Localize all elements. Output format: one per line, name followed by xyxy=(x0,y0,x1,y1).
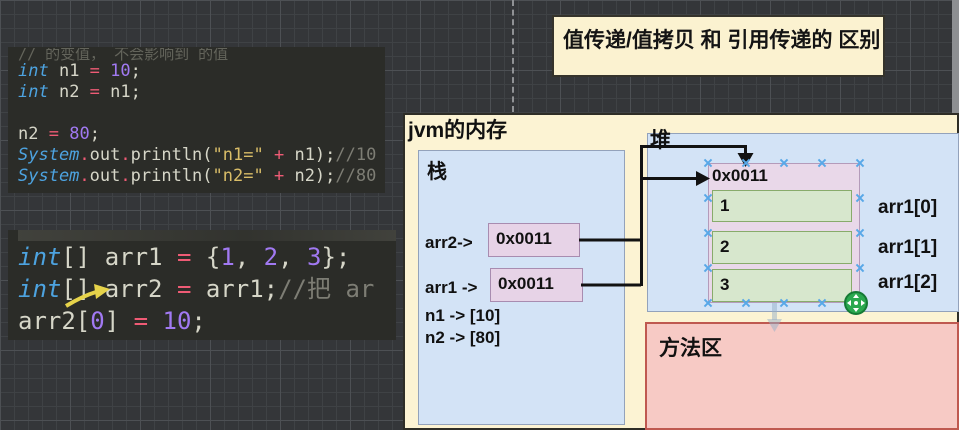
method-area-box[interactable]: 方法区 xyxy=(645,322,959,430)
selection-handle-icon[interactable] xyxy=(817,298,827,308)
stack-arr2-ref-box[interactable]: 0x0011 xyxy=(488,223,580,257)
selection-handle-icon[interactable] xyxy=(779,298,789,308)
selection-handle-icon[interactable] xyxy=(855,158,865,168)
selection-handle-icon[interactable] xyxy=(741,298,751,308)
selection-handle-icon[interactable] xyxy=(817,158,827,168)
jvm-panel-label: jvm的内存 xyxy=(408,119,508,142)
stack-arr2-ref-value: 0x0011 xyxy=(496,229,552,248)
selection-handle-icon[interactable] xyxy=(779,158,789,168)
array-cell-2[interactable]: 3 xyxy=(712,269,852,302)
window-edge-strip xyxy=(952,0,959,113)
stack-n1-line: n1 -> [10] xyxy=(425,306,501,325)
code-editor-snippet-arrays: int[] arr1 = {1, 2, 3};int[] arr2 = arr1… xyxy=(8,230,396,340)
title-text: 值传递/值拷贝 和 引用传递的 区别 xyxy=(563,29,881,52)
stack-arr1-label: arr1 -> xyxy=(425,278,478,297)
array-cell-0-value: 1 xyxy=(720,196,730,215)
faded-comment-line: // 的变值， 不会影响到 的值 xyxy=(18,48,229,61)
array-cell-0[interactable]: 1 xyxy=(712,190,852,222)
title-note[interactable]: 值传递/值拷贝 和 引用传递的 区别 xyxy=(552,15,885,77)
faded-comment-strip xyxy=(18,230,396,241)
array-index-label-2: arr1[2] xyxy=(878,272,938,293)
array-cell-2-value: 3 xyxy=(720,275,730,294)
stack-label: 栈 xyxy=(427,161,447,183)
selection-handle-icon[interactable] xyxy=(703,193,713,203)
dashed-guide-line xyxy=(512,0,514,112)
stack-arr1-ref-value: 0x0011 xyxy=(498,274,554,293)
stack-n2-line: n2 -> [80] xyxy=(425,328,501,347)
selection-handle-icon[interactable] xyxy=(855,228,865,238)
stack-arr1-ref-box[interactable]: 0x0011 xyxy=(490,268,583,302)
selection-handle-icon[interactable] xyxy=(703,228,713,238)
array-index-label-1: arr1[1] xyxy=(878,237,938,258)
stack-box[interactable]: 栈 arr2-> 0x0011 arr1 -> 0x0011 n1 -> [10… xyxy=(418,150,625,425)
method-area-label: 方法区 xyxy=(659,337,722,360)
move-handle[interactable] xyxy=(844,291,868,315)
move-icon xyxy=(847,294,865,312)
array-cell-1-value: 2 xyxy=(720,237,730,256)
code-editor-snippet-primitives: // 的变值， 不会影响到 的值 int n1 = 10;int n2 = n1… xyxy=(8,47,385,193)
selection-handle-icon[interactable] xyxy=(703,158,713,168)
stack-arr2-label: arr2-> xyxy=(425,233,473,252)
selection-handle-icon[interactable] xyxy=(741,158,751,168)
ghost-down-arrow-icon xyxy=(767,303,782,332)
heap-label: 堆 xyxy=(650,129,671,152)
selection-handle-icon[interactable] xyxy=(855,193,865,203)
selection-handle-icon[interactable] xyxy=(855,263,865,273)
code-lines: int[] arr1 = {1, 2, 3};int[] arr2 = arr1… xyxy=(18,243,375,335)
array-cell-1[interactable]: 2 xyxy=(712,231,852,264)
code-lines: int n1 = 10;int n2 = n1; n2 = 80;System.… xyxy=(18,61,377,186)
array-index-label-0: arr1[0] xyxy=(878,197,938,218)
array-address: 0x0011 xyxy=(712,166,768,185)
selection-handle-icon[interactable] xyxy=(703,263,713,273)
selection-handle-icon[interactable] xyxy=(703,298,713,308)
yellow-annotation-arrow-icon xyxy=(64,284,110,308)
